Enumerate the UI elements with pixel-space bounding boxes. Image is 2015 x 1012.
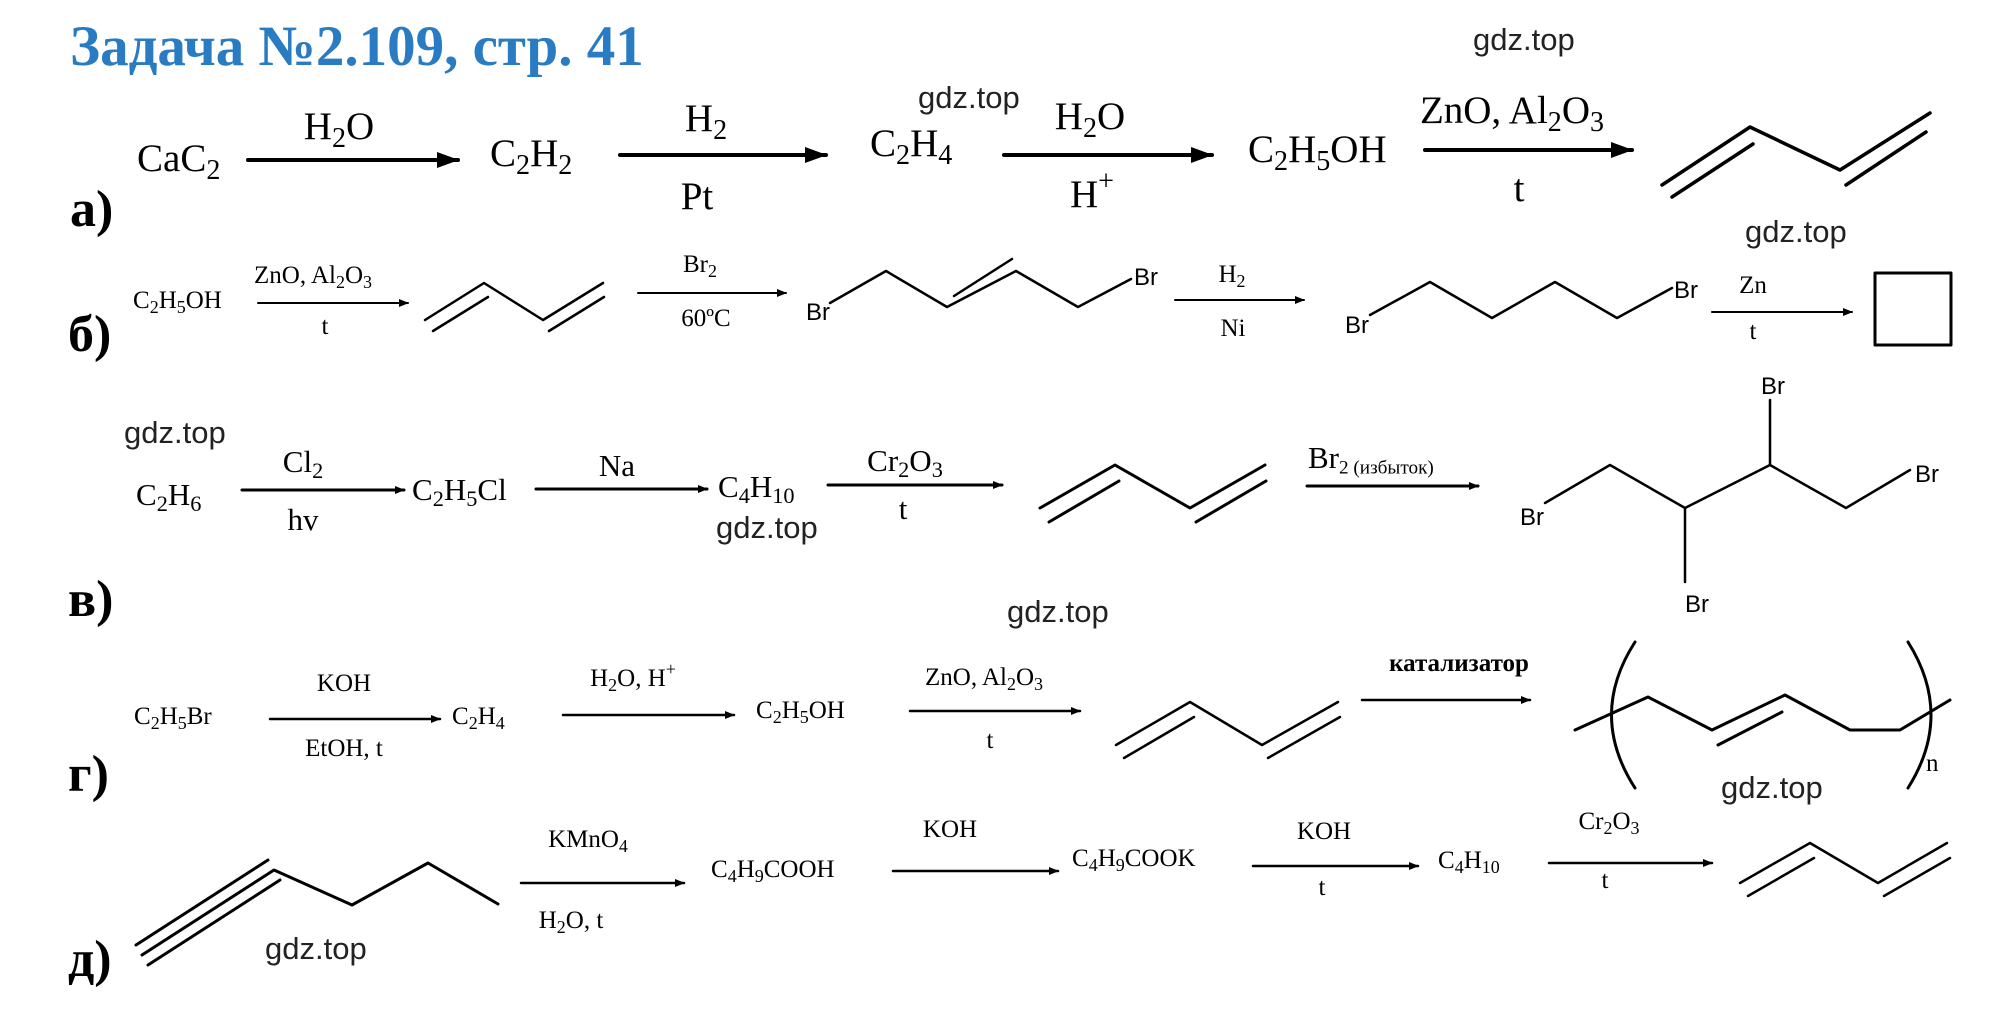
reaction-g-butadiene [1114, 700, 1342, 760]
watermark: gdz.top [1007, 594, 1109, 629]
reaction-a-step4-reagent: ZnO, Al2O3 [1419, 89, 1605, 138]
reaction-v-c4h10: C4H10 [718, 469, 795, 509]
reaction-b-step2-condition: 60ºC [681, 305, 731, 332]
reaction-v-butadiene [1038, 463, 1268, 524]
reaction-a-c2h4: C2H4 [870, 122, 953, 171]
reaction-d-step4-condition: t [1601, 867, 1609, 894]
reaction-g-polybutadiene [1573, 640, 1952, 790]
reaction-g-c2h4: C2H4 [452, 703, 505, 734]
reaction-g-label: г) [68, 746, 109, 803]
reaction-g-polymer-n: n [1926, 750, 1939, 777]
reaction-b-step1-condition: t [321, 313, 329, 340]
reaction-b-dibromobutene-br-right: Br [1134, 264, 1158, 291]
reaction-a-step3-reagent: H2O [1054, 95, 1126, 144]
reaction-b-label: б) [68, 306, 112, 363]
reaction-g-c2h5oh: C2H5OH [756, 697, 845, 728]
watermark: gdz.top [124, 415, 226, 450]
reaction-v-tetrabromobutane [1543, 398, 1912, 584]
reaction-b-dibromobutane [1368, 280, 1674, 320]
reaction-b-dibromobutane-br-right: Br [1674, 277, 1698, 304]
reaction-a-step4-condition: t [1513, 167, 1525, 210]
reaction-d-butadiene [1738, 841, 1952, 898]
reaction-d-c4h9cooh: C4H9COOH [711, 856, 835, 887]
reaction-b-step4-reagent: Zn [1739, 272, 1767, 299]
reaction-b-cyclobutane [1873, 271, 1953, 347]
reaction-b-step2-reagent: Br2 [683, 251, 717, 282]
reaction-b-butadiene [423, 281, 606, 333]
page-title: Задача №2.109, стр. 41 [70, 15, 644, 78]
reaction-v-c2h5cl: C2H5Cl [412, 472, 507, 512]
reaction-a-label: а) [70, 181, 114, 238]
reaction-g-c2h5br: C2H5Br [134, 703, 212, 734]
reaction-d-step2-reagent: KOH [922, 816, 978, 843]
reaction-d-step3-condition: t [1318, 874, 1326, 901]
reaction-v-step3-condition: t [898, 491, 908, 526]
reaction-b-step4-condition: t [1749, 318, 1757, 345]
reaction-v-c2h6: C2H6 [136, 477, 202, 517]
watermark: gdz.top [716, 510, 818, 545]
reaction-d-label: д) [68, 931, 112, 988]
reaction-d-step1-reagent: KMnO4 [548, 826, 628, 857]
reaction-b-step3-reagent: H2 [1218, 261, 1246, 292]
reaction-d-step4-reagent: Cr2O3 [1578, 808, 1640, 839]
watermark: gdz.top [1745, 214, 1847, 249]
reaction-g-step2-reagent: H2O, H+ [590, 659, 676, 696]
reaction-a-step2-reagent: H2 [684, 97, 728, 146]
reaction-a-cac2: CaC2 [137, 137, 221, 186]
reaction-g-step1-condition: EtOH, t [305, 735, 383, 762]
reaction-a-c2h5oh: C2H5OH [1248, 128, 1387, 177]
reaction-a-step3-catalyst: H+ [1069, 166, 1115, 216]
reaction-b-c2h5oh: C2H5OH [133, 287, 222, 318]
reaction-v-tetrabromobutane-br-right: Br [1915, 461, 1939, 488]
reaction-v-step4-reagent: Br2 (избыток) [1308, 440, 1434, 479]
reaction-v-tetrabromobutane-br-top: Br [1761, 373, 1785, 400]
reaction-b-dibromobutene-br-left: Br [806, 299, 830, 326]
watermark: gdz.top [918, 80, 1020, 115]
reaction-v-tetrabromobutane-br-bottom: Br [1685, 591, 1709, 618]
reaction-a-step2-catalyst: Pt [680, 175, 714, 218]
reaction-d-step3-reagent: KOH [1296, 818, 1352, 845]
reaction-a-butadiene [1660, 111, 1932, 199]
reaction-d-step1-condition: H2O, t [538, 907, 604, 938]
reaction-g-step4-catalyst: катализатор [1389, 650, 1529, 677]
reaction-d-c4h9cook: C4H9COOK [1072, 845, 1196, 876]
reaction-g-step3-condition: t [986, 727, 994, 754]
reaction-a-c2h2: C2H2 [490, 132, 573, 181]
reaction-b-dibromobutene [828, 257, 1133, 309]
watermark: gdz.top [1721, 770, 1823, 805]
reaction-a-step1-reagent: H2O [303, 105, 375, 154]
reaction-v-step1-reagent: Cl2 [282, 444, 324, 484]
reaction-g-step1-reagent: KOH [316, 670, 372, 697]
reaction-v-step2-reagent: Na [598, 448, 636, 483]
reaction-d-c4h10: C4H10 [1438, 847, 1500, 878]
reaction-b-dibromobutane-br-left: Br [1345, 312, 1369, 339]
reaction-g-step3-reagent: ZnO, Al2O3 [924, 664, 1044, 695]
watermark: gdz.top [1473, 22, 1575, 57]
reaction-b-step1-reagent: ZnO, Al2O3 [253, 262, 373, 293]
reaction-d-hexyne [134, 858, 500, 967]
reaction-v-step3-reagent: Cr2O3 [867, 443, 943, 483]
watermark: gdz.top [265, 931, 367, 966]
reaction-v-step1-condition: hv [287, 502, 319, 537]
reaction-b-step3-catalyst: Ni [1220, 315, 1246, 342]
reaction-v-label: в) [68, 571, 114, 628]
reaction-v-tetrabromobutane-br-left: Br [1520, 504, 1544, 531]
